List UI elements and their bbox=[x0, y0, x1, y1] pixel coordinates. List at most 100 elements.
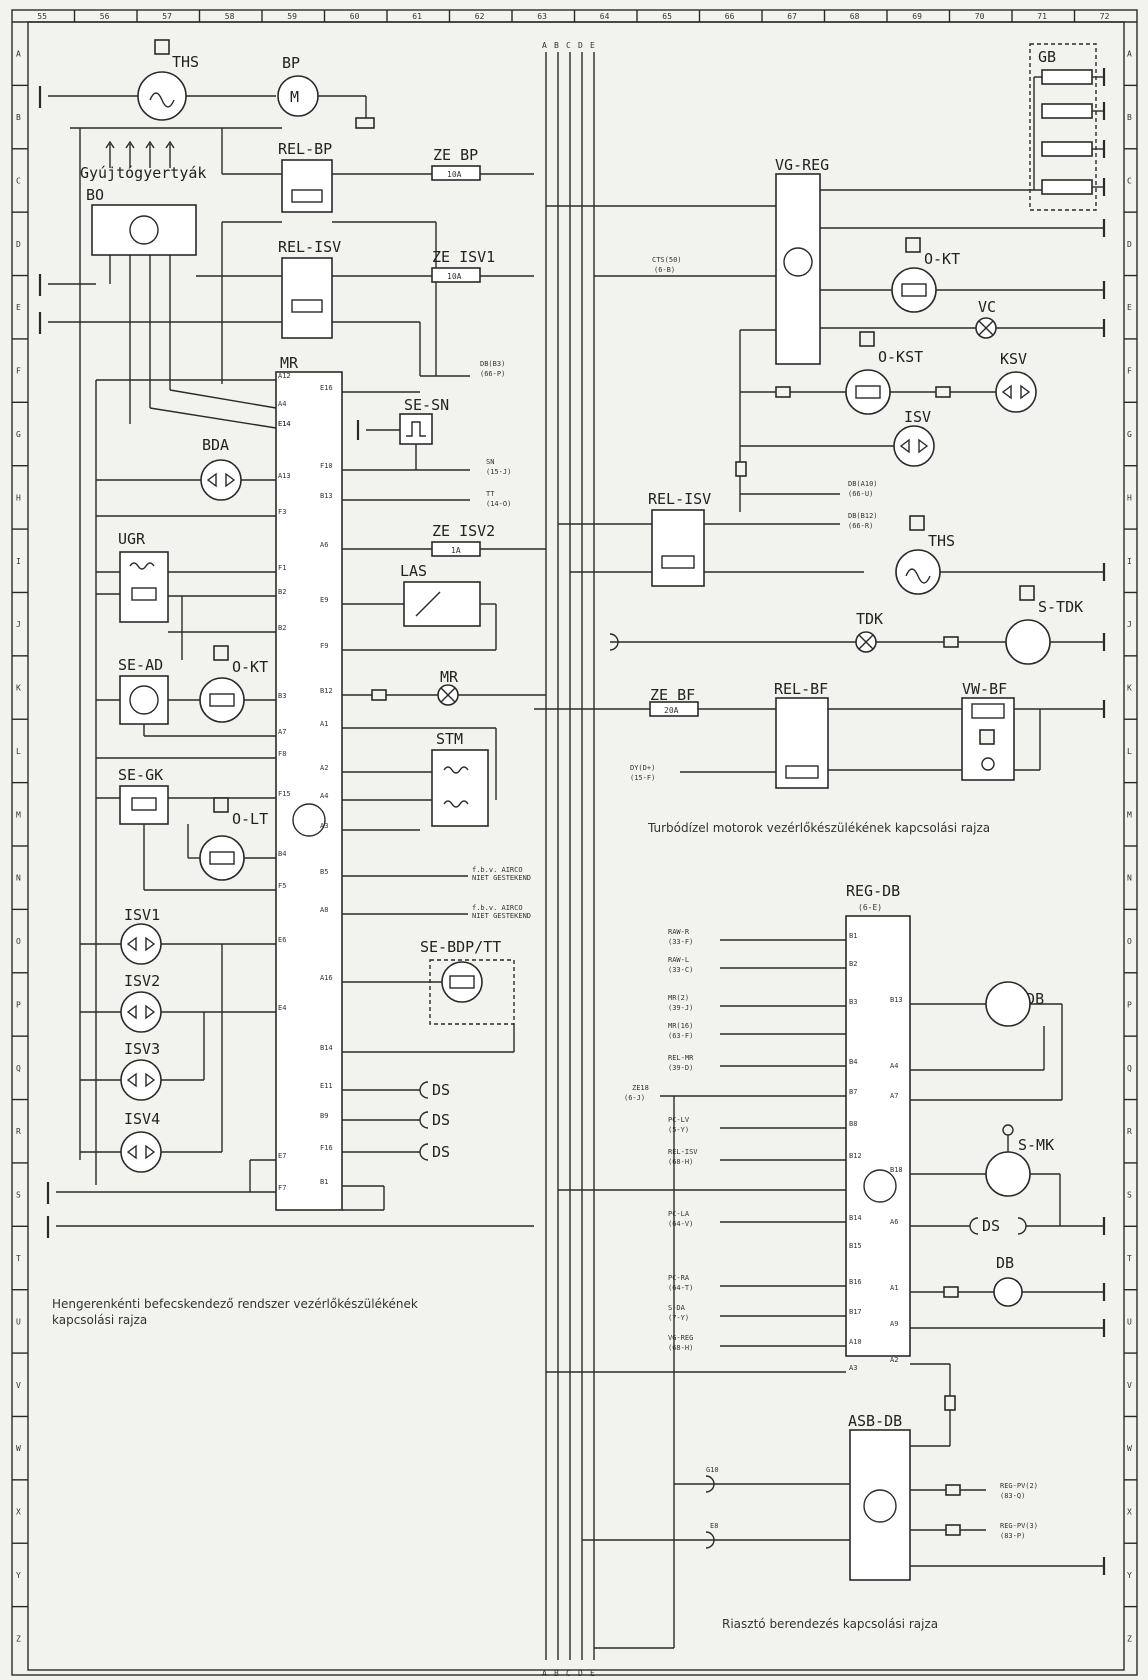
isv-injector-group: ISV1 ISV2 ISV3 ISV4 bbox=[120, 906, 162, 1173]
vw-bf-label: VW-BF bbox=[962, 680, 1007, 698]
mr-right-pin-A6-3: A6 bbox=[320, 541, 328, 549]
o-lt-sensor bbox=[199, 835, 245, 881]
row-letter-left-P: P bbox=[16, 1000, 21, 1009]
s-mk-switch bbox=[985, 1151, 1031, 1197]
mr-right-pin-E9-4: E9 bbox=[320, 596, 328, 604]
row-letter-left-S: S bbox=[16, 1191, 21, 1200]
bus-label-top-B: B bbox=[554, 41, 559, 50]
mr-right-pin-F10-1: F10 bbox=[320, 462, 333, 470]
ref-db-66p: (66-P) bbox=[480, 370, 505, 378]
o-kst-sensor bbox=[845, 369, 891, 415]
row-letter-right-K: K bbox=[1127, 684, 1132, 693]
reg-right-pin-A6: A6 bbox=[890, 1218, 898, 1226]
mr-label: MR bbox=[280, 354, 299, 372]
mr-right-pin-B1-18: B1 bbox=[320, 1178, 328, 1186]
reg-pin-B16: B16 bbox=[849, 1278, 862, 1286]
reg-pin-A3: A3 bbox=[849, 1364, 857, 1372]
ds-label-1: DS bbox=[432, 1081, 450, 1099]
bo-label: BO bbox=[86, 186, 104, 204]
cts-ref: CTS(50) bbox=[652, 256, 682, 264]
row-letter-right-Y: Y bbox=[1127, 1571, 1132, 1580]
mr-pin-F7-18: F7 bbox=[278, 1184, 286, 1192]
isv1-label: ISV1 bbox=[124, 906, 160, 924]
row-letter-left-Q: Q bbox=[16, 1064, 21, 1073]
mr-right-pins: E16F10B13A6E9F9B12A1A2A4A3B5A8A16B14E11B… bbox=[320, 384, 333, 1186]
column-number-57: 57 bbox=[162, 12, 172, 21]
se-bdp-sensor bbox=[441, 961, 483, 1003]
row-letter-left-I: I bbox=[16, 557, 21, 566]
reg-pin-A10: A10 bbox=[849, 1338, 862, 1346]
reg-db-controller bbox=[845, 915, 911, 1357]
ze-isv2-label: ZE ISV2 bbox=[432, 522, 495, 540]
reg-right-pin-A7: A7 bbox=[890, 1092, 898, 1100]
ref-tt-14o: (14-O) bbox=[486, 500, 511, 508]
ze-isv1-label: ZE ISV1 bbox=[432, 248, 495, 266]
left-caption-line2: kapcsolási rajza bbox=[52, 1313, 147, 1327]
mr-right-pin-A4-9: A4 bbox=[320, 792, 328, 800]
mr-pin-A12-0: A12 bbox=[278, 372, 291, 380]
column-number-59: 59 bbox=[287, 12, 297, 21]
reg-input-ref-1: (33-C) bbox=[668, 966, 693, 974]
mr-right-pin-A3-10: A3 bbox=[320, 822, 328, 830]
column-number-71: 71 bbox=[1037, 12, 1047, 21]
asb-db-siren bbox=[849, 1429, 911, 1581]
db-a10-ref-66u: (66-U) bbox=[848, 490, 873, 498]
column-number-60: 60 bbox=[350, 12, 360, 21]
reg-db-label: REG-DB bbox=[846, 882, 900, 900]
row-letter-right-L: L bbox=[1127, 747, 1132, 756]
ds-connectors: DS DS DS bbox=[342, 1081, 450, 1161]
mr-left-pins: A12A4E14E14A13F3F1B2B2B3A7F8F15B4F5E6E4E… bbox=[278, 372, 291, 1192]
ze18-ref: ZE18 bbox=[632, 1084, 649, 1092]
reg-input-ref-9: (7-Y) bbox=[668, 1314, 689, 1322]
row-letter-right-W: W bbox=[1127, 1444, 1132, 1453]
bus-label-bottom-B: B bbox=[554, 1669, 559, 1678]
mr-pin-A7-10: A7 bbox=[278, 728, 286, 736]
reg-input-name-4: REL-MR bbox=[668, 1054, 694, 1062]
row-letter-right-C: C bbox=[1127, 176, 1132, 185]
row-letter-left-R: R bbox=[16, 1127, 21, 1136]
row-letter-right-P: P bbox=[1127, 1000, 1132, 1009]
bus-label-top-D: D bbox=[578, 41, 583, 50]
mr-pin-F1-6: F1 bbox=[278, 564, 286, 572]
mr-right-pin-A2-8: A2 bbox=[320, 764, 328, 772]
row-letter-right-H: H bbox=[1127, 493, 1132, 502]
reg-input-name-1: RAW-L bbox=[668, 956, 689, 964]
row-letter-right-J: J bbox=[1127, 620, 1132, 629]
airco-1: f.b.v. AIRCO bbox=[472, 866, 523, 874]
gb-label: GB bbox=[1038, 48, 1056, 66]
left-o-kt-sensor bbox=[199, 677, 245, 723]
bus-label-top-E: E bbox=[590, 41, 595, 50]
se-ad-label: SE-AD bbox=[118, 656, 163, 674]
reg-pin-B8: B8 bbox=[849, 1120, 857, 1128]
row-letter-right-Z: Z bbox=[1127, 1634, 1132, 1643]
bus-label-bottom-D: D bbox=[578, 1669, 583, 1678]
column-number-72: 72 bbox=[1100, 12, 1110, 21]
reg-pv2-ref-83q: (83-Q) bbox=[1000, 1492, 1025, 1500]
rel-bp-relay bbox=[281, 159, 333, 213]
ds-label-2: DS bbox=[432, 1111, 450, 1129]
ksv-label: KSV bbox=[1000, 350, 1027, 368]
ref-db-b3: DB(B3) bbox=[480, 360, 505, 368]
reg-pin-B12: B12 bbox=[849, 1152, 862, 1160]
se-bdp-label: SE-BDP/TT bbox=[420, 938, 501, 956]
ze-isv1-fuse bbox=[431, 267, 481, 283]
row-letter-right-G: G bbox=[1127, 430, 1132, 439]
bus-lines bbox=[545, 52, 595, 1660]
isv2-label: ISV2 bbox=[124, 972, 160, 990]
turbo-isv-label: ISV bbox=[904, 408, 931, 426]
s-mk-label: S-MK bbox=[1018, 1136, 1054, 1154]
stm-label: STM bbox=[436, 730, 463, 748]
column-number-61: 61 bbox=[412, 12, 422, 21]
row-letter-left-Y: Y bbox=[16, 1571, 21, 1580]
airco-1-note: NIET GESTEKEND bbox=[472, 874, 531, 882]
column-number-65: 65 bbox=[662, 12, 672, 21]
ze-isv2-amp: 1A bbox=[451, 546, 461, 555]
row-letter-left-M: M bbox=[16, 810, 21, 819]
mr-pin-F15-12: F15 bbox=[278, 790, 291, 798]
row-letter-right-N: N bbox=[1127, 874, 1132, 883]
reg-input-name-6: REL-ISV bbox=[668, 1148, 698, 1156]
